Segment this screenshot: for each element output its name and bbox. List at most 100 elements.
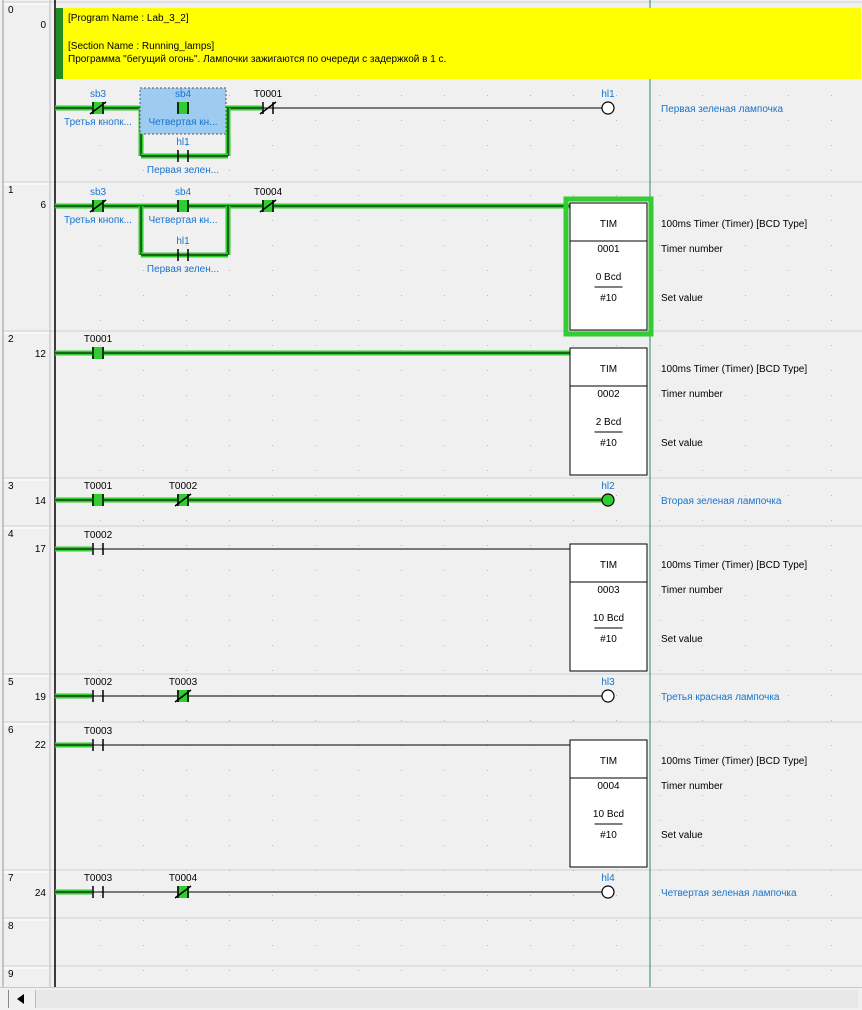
grid-dot bbox=[745, 595, 746, 596]
grid-dot bbox=[745, 220, 746, 221]
grid-dot bbox=[143, 720, 144, 721]
grid-dot bbox=[702, 620, 703, 621]
grid-dot bbox=[272, 320, 273, 321]
grid-dot bbox=[659, 445, 660, 446]
grid-dot bbox=[229, 370, 230, 371]
grid-dot bbox=[702, 445, 703, 446]
timer-number: 0003 bbox=[597, 585, 620, 596]
grid-dot bbox=[229, 620, 230, 621]
coil-circle[interactable] bbox=[601, 101, 615, 115]
grid-dot bbox=[315, 545, 316, 546]
grid-dot bbox=[186, 945, 187, 946]
timer-block[interactable] bbox=[569, 347, 648, 476]
grid-dot bbox=[444, 395, 445, 396]
timer-block[interactable] bbox=[569, 202, 648, 331]
grid-dot bbox=[487, 895, 488, 896]
rung-step: 6 bbox=[40, 200, 46, 211]
timer-set: #10 bbox=[600, 438, 617, 449]
grid-dot bbox=[444, 845, 445, 846]
grid-dot bbox=[702, 195, 703, 196]
grid-dot bbox=[401, 545, 402, 546]
grid-dot bbox=[573, 195, 574, 196]
grid-dot bbox=[702, 145, 703, 146]
grid-dot bbox=[659, 645, 660, 646]
grid-dot bbox=[143, 320, 144, 321]
grid-dot bbox=[143, 420, 144, 421]
grid-dot bbox=[659, 95, 660, 96]
grid-dot bbox=[186, 420, 187, 421]
grid-dot bbox=[831, 720, 832, 721]
contact-address: sb3 bbox=[90, 89, 107, 100]
grid-dot bbox=[788, 545, 789, 546]
grid-dot bbox=[100, 395, 101, 396]
grid-dot bbox=[358, 895, 359, 896]
grid-dot bbox=[229, 770, 230, 771]
grid-dot bbox=[401, 495, 402, 496]
grid-dot bbox=[229, 945, 230, 946]
ladder-diagram[interactable]: [Program Name : Lab_3_2][Section Name : … bbox=[0, 0, 862, 987]
scroll-left-button[interactable] bbox=[8, 990, 36, 1008]
grid-dot bbox=[272, 245, 273, 246]
coil-circle[interactable] bbox=[601, 689, 615, 703]
grid-dot bbox=[659, 845, 660, 846]
coil-address: hl2 bbox=[601, 481, 615, 492]
grid-dot bbox=[315, 370, 316, 371]
scrollbar-track[interactable] bbox=[36, 990, 858, 1008]
grid-dot bbox=[315, 270, 316, 271]
contact-slash bbox=[89, 101, 107, 115]
grid-dot bbox=[401, 370, 402, 371]
timer-block[interactable] bbox=[569, 739, 648, 868]
grid-dot bbox=[143, 270, 144, 271]
grid-dot bbox=[444, 595, 445, 596]
coil-comment: Первая зеленая лампочка bbox=[661, 104, 783, 115]
rung-step: 24 bbox=[35, 888, 47, 899]
rung-step: 12 bbox=[35, 349, 47, 360]
grid-dot bbox=[272, 920, 273, 921]
grid-dot bbox=[745, 345, 746, 346]
grid-dot bbox=[100, 95, 101, 96]
grid-dot bbox=[745, 820, 746, 821]
grid-dot bbox=[272, 270, 273, 271]
grid-dot bbox=[487, 845, 488, 846]
grid-dot bbox=[143, 520, 144, 521]
grid-dot bbox=[100, 620, 101, 621]
grid-dot bbox=[100, 820, 101, 821]
grid-dot bbox=[444, 820, 445, 821]
grid-dot bbox=[143, 770, 144, 771]
grid-dot bbox=[745, 945, 746, 946]
grid-dot bbox=[444, 245, 445, 246]
grid-dot bbox=[573, 120, 574, 121]
grid-dot bbox=[401, 170, 402, 171]
grid-dot bbox=[100, 520, 101, 521]
coil-circle[interactable] bbox=[601, 885, 615, 899]
coil-circle[interactable] bbox=[601, 493, 615, 507]
grid-dot bbox=[315, 670, 316, 671]
grid-dot bbox=[272, 720, 273, 721]
grid-dot bbox=[444, 920, 445, 921]
grid-dot bbox=[143, 820, 144, 821]
grid-dot bbox=[530, 120, 531, 121]
grid-dot bbox=[702, 945, 703, 946]
grid-dot bbox=[530, 795, 531, 796]
timer-block[interactable] bbox=[569, 543, 648, 672]
contact-address: T0001 bbox=[254, 89, 283, 100]
grid-dot bbox=[573, 720, 574, 721]
grid-dot bbox=[229, 345, 230, 346]
grid-dot bbox=[272, 95, 273, 96]
grid-dot bbox=[487, 595, 488, 596]
grid-dot bbox=[358, 270, 359, 271]
grid-dot bbox=[788, 595, 789, 596]
grid-dot bbox=[788, 195, 789, 196]
grid-dot bbox=[788, 270, 789, 271]
grid-dot bbox=[358, 670, 359, 671]
grid-dot bbox=[100, 420, 101, 421]
grid-dot bbox=[444, 170, 445, 171]
horizontal-scrollbar[interactable] bbox=[0, 987, 862, 1010]
grid-dot bbox=[702, 670, 703, 671]
grid-dot bbox=[358, 770, 359, 771]
grid-dot bbox=[702, 820, 703, 821]
grid-dot bbox=[745, 670, 746, 671]
ladder-editor[interactable]: [Program Name : Lab_3_2][Section Name : … bbox=[0, 0, 862, 987]
grid-dot bbox=[788, 420, 789, 421]
grid-dot bbox=[229, 420, 230, 421]
